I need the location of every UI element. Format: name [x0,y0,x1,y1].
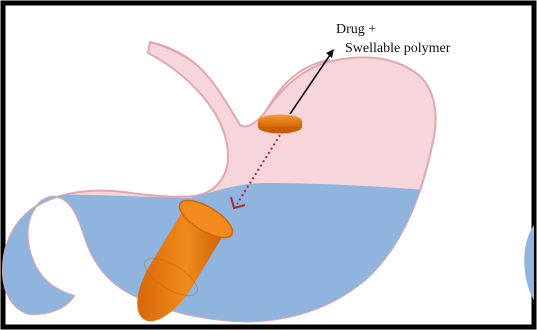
label-polymer: Swellable polymer [345,41,451,56]
small-tablet [258,115,302,134]
label-drug: Drug + [336,22,376,37]
